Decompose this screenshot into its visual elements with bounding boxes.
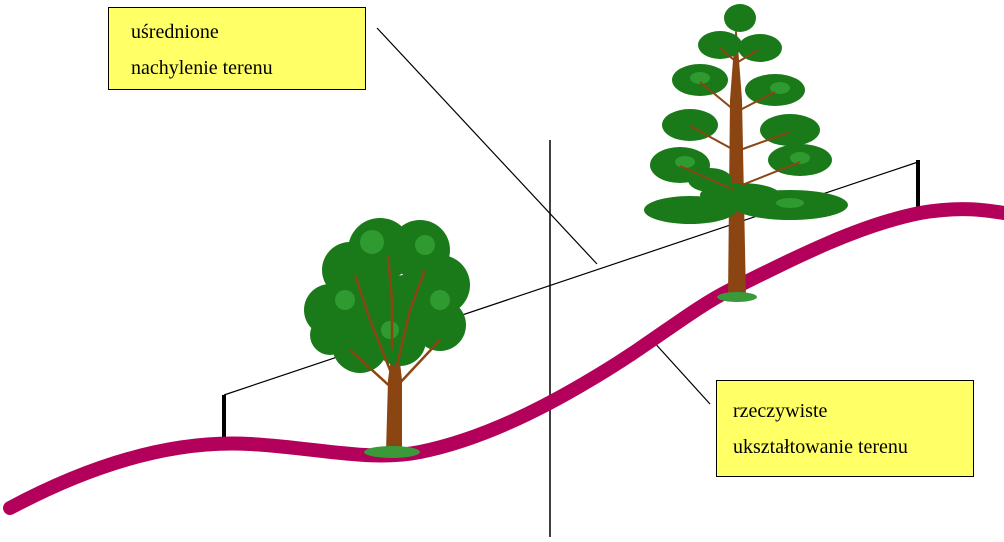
deciduous-tree-grass (364, 446, 420, 458)
average-slope-leader-line (376, 27, 598, 265)
pine-tree-grass (717, 292, 757, 302)
pine-tree-trunk (728, 20, 746, 298)
deciduous-tree-branches (349, 254, 441, 391)
pine-tree-crown (644, 4, 848, 224)
deciduous-tree-highlights (335, 230, 450, 339)
actual-terrain-label-line1: rzeczywiste (733, 400, 828, 422)
deciduous-tree (304, 218, 470, 458)
actual-terrain-leader-line (651, 339, 711, 405)
average-slope-label-line2: nachylenie terenu (131, 57, 273, 79)
pine-tree (644, 4, 848, 302)
actual-terrain-label-line2: ukształtowanie terenu (733, 436, 908, 458)
pine-tree-highlights (675, 72, 810, 208)
actual-terrain-label: rzeczywiste ukształtowanie terenu (716, 380, 974, 477)
terrain-curve (3, 202, 1004, 515)
average-slope-label: uśrednione nachylenie terenu (108, 7, 366, 90)
average-slope-label-line1: uśrednione (131, 21, 219, 43)
pine-tree-branches (679, 47, 801, 191)
